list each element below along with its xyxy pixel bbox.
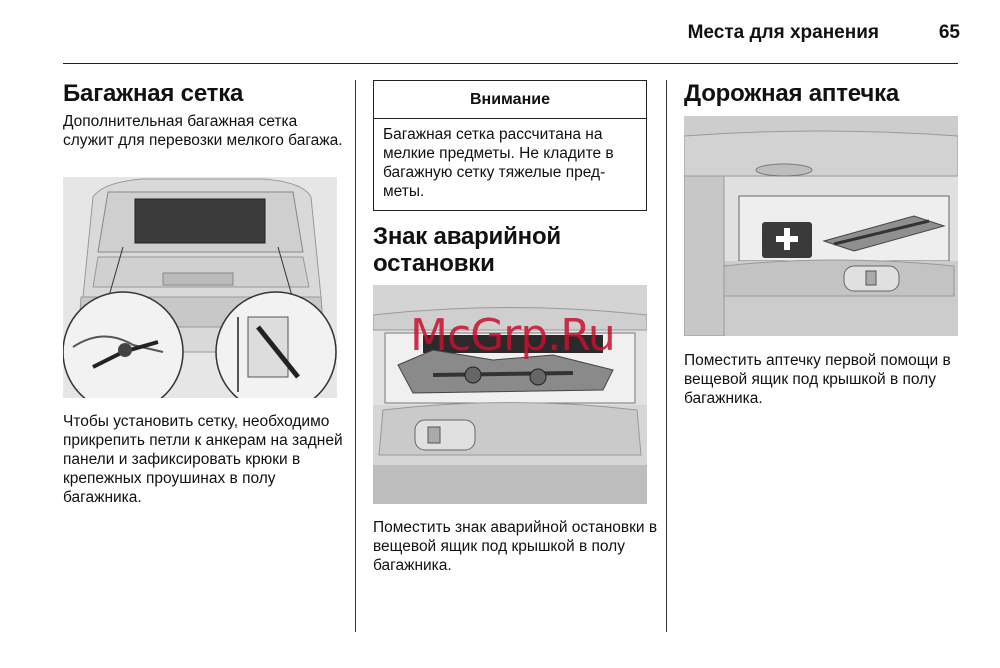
section-luggage-net: Багажная сетка Дополнительная багажная с… xyxy=(63,80,343,150)
section-warning-triangle: Знак аварийной остановки xyxy=(373,223,653,277)
column-divider-2 xyxy=(666,80,667,632)
first-aid-kit-illustration xyxy=(684,116,958,336)
luggage-net-intro: Дополнительная багажная сетка служит для… xyxy=(63,113,343,149)
luggage-net-instructions: Чтобы установить сетку, необхо­димо прик… xyxy=(63,412,343,507)
trunk-net-drawing xyxy=(63,177,337,398)
first-aid-kit-body: Поместить аптечку первой помощи в вещево… xyxy=(684,352,951,407)
page-number: 65 xyxy=(938,22,960,43)
luggage-net-illustration xyxy=(63,177,337,398)
running-header-title: Места для хранения xyxy=(687,22,879,43)
warning-text: Багажная сетка рассчитана на мелкие пред… xyxy=(383,126,614,200)
warning-triangle-illustration xyxy=(373,285,647,504)
warning-box: Внимание Багажная сетка рассчитана на ме… xyxy=(373,80,647,211)
watermark: McGrp.Ru xyxy=(410,310,616,361)
trunk-compartment-drawing xyxy=(373,285,647,504)
heading-first-aid-kit: Дорожная аптечка xyxy=(684,80,900,107)
warning-title: Внимание xyxy=(374,81,646,119)
first-aid-compartment-drawing xyxy=(684,116,958,336)
warning-triangle-body: Поместить знак аварийной оста­новки в ве… xyxy=(373,519,658,574)
section-first-aid-kit: Дорожная аптечка xyxy=(684,80,964,107)
header-rule xyxy=(63,63,958,64)
luggage-net-body: Чтобы установить сетку, необхо­димо прик… xyxy=(63,413,343,506)
warning-triangle-instructions: Поместить знак аварийной оста­новки в ве… xyxy=(373,518,658,575)
column-divider-1 xyxy=(355,80,356,632)
first-aid-kit-instructions: Поместить аптечку первой помощи в вещево… xyxy=(684,351,969,408)
heading-luggage-net: Багажная сетка xyxy=(63,80,244,107)
heading-warning-triangle: Знак аварийной остановки xyxy=(373,223,561,277)
